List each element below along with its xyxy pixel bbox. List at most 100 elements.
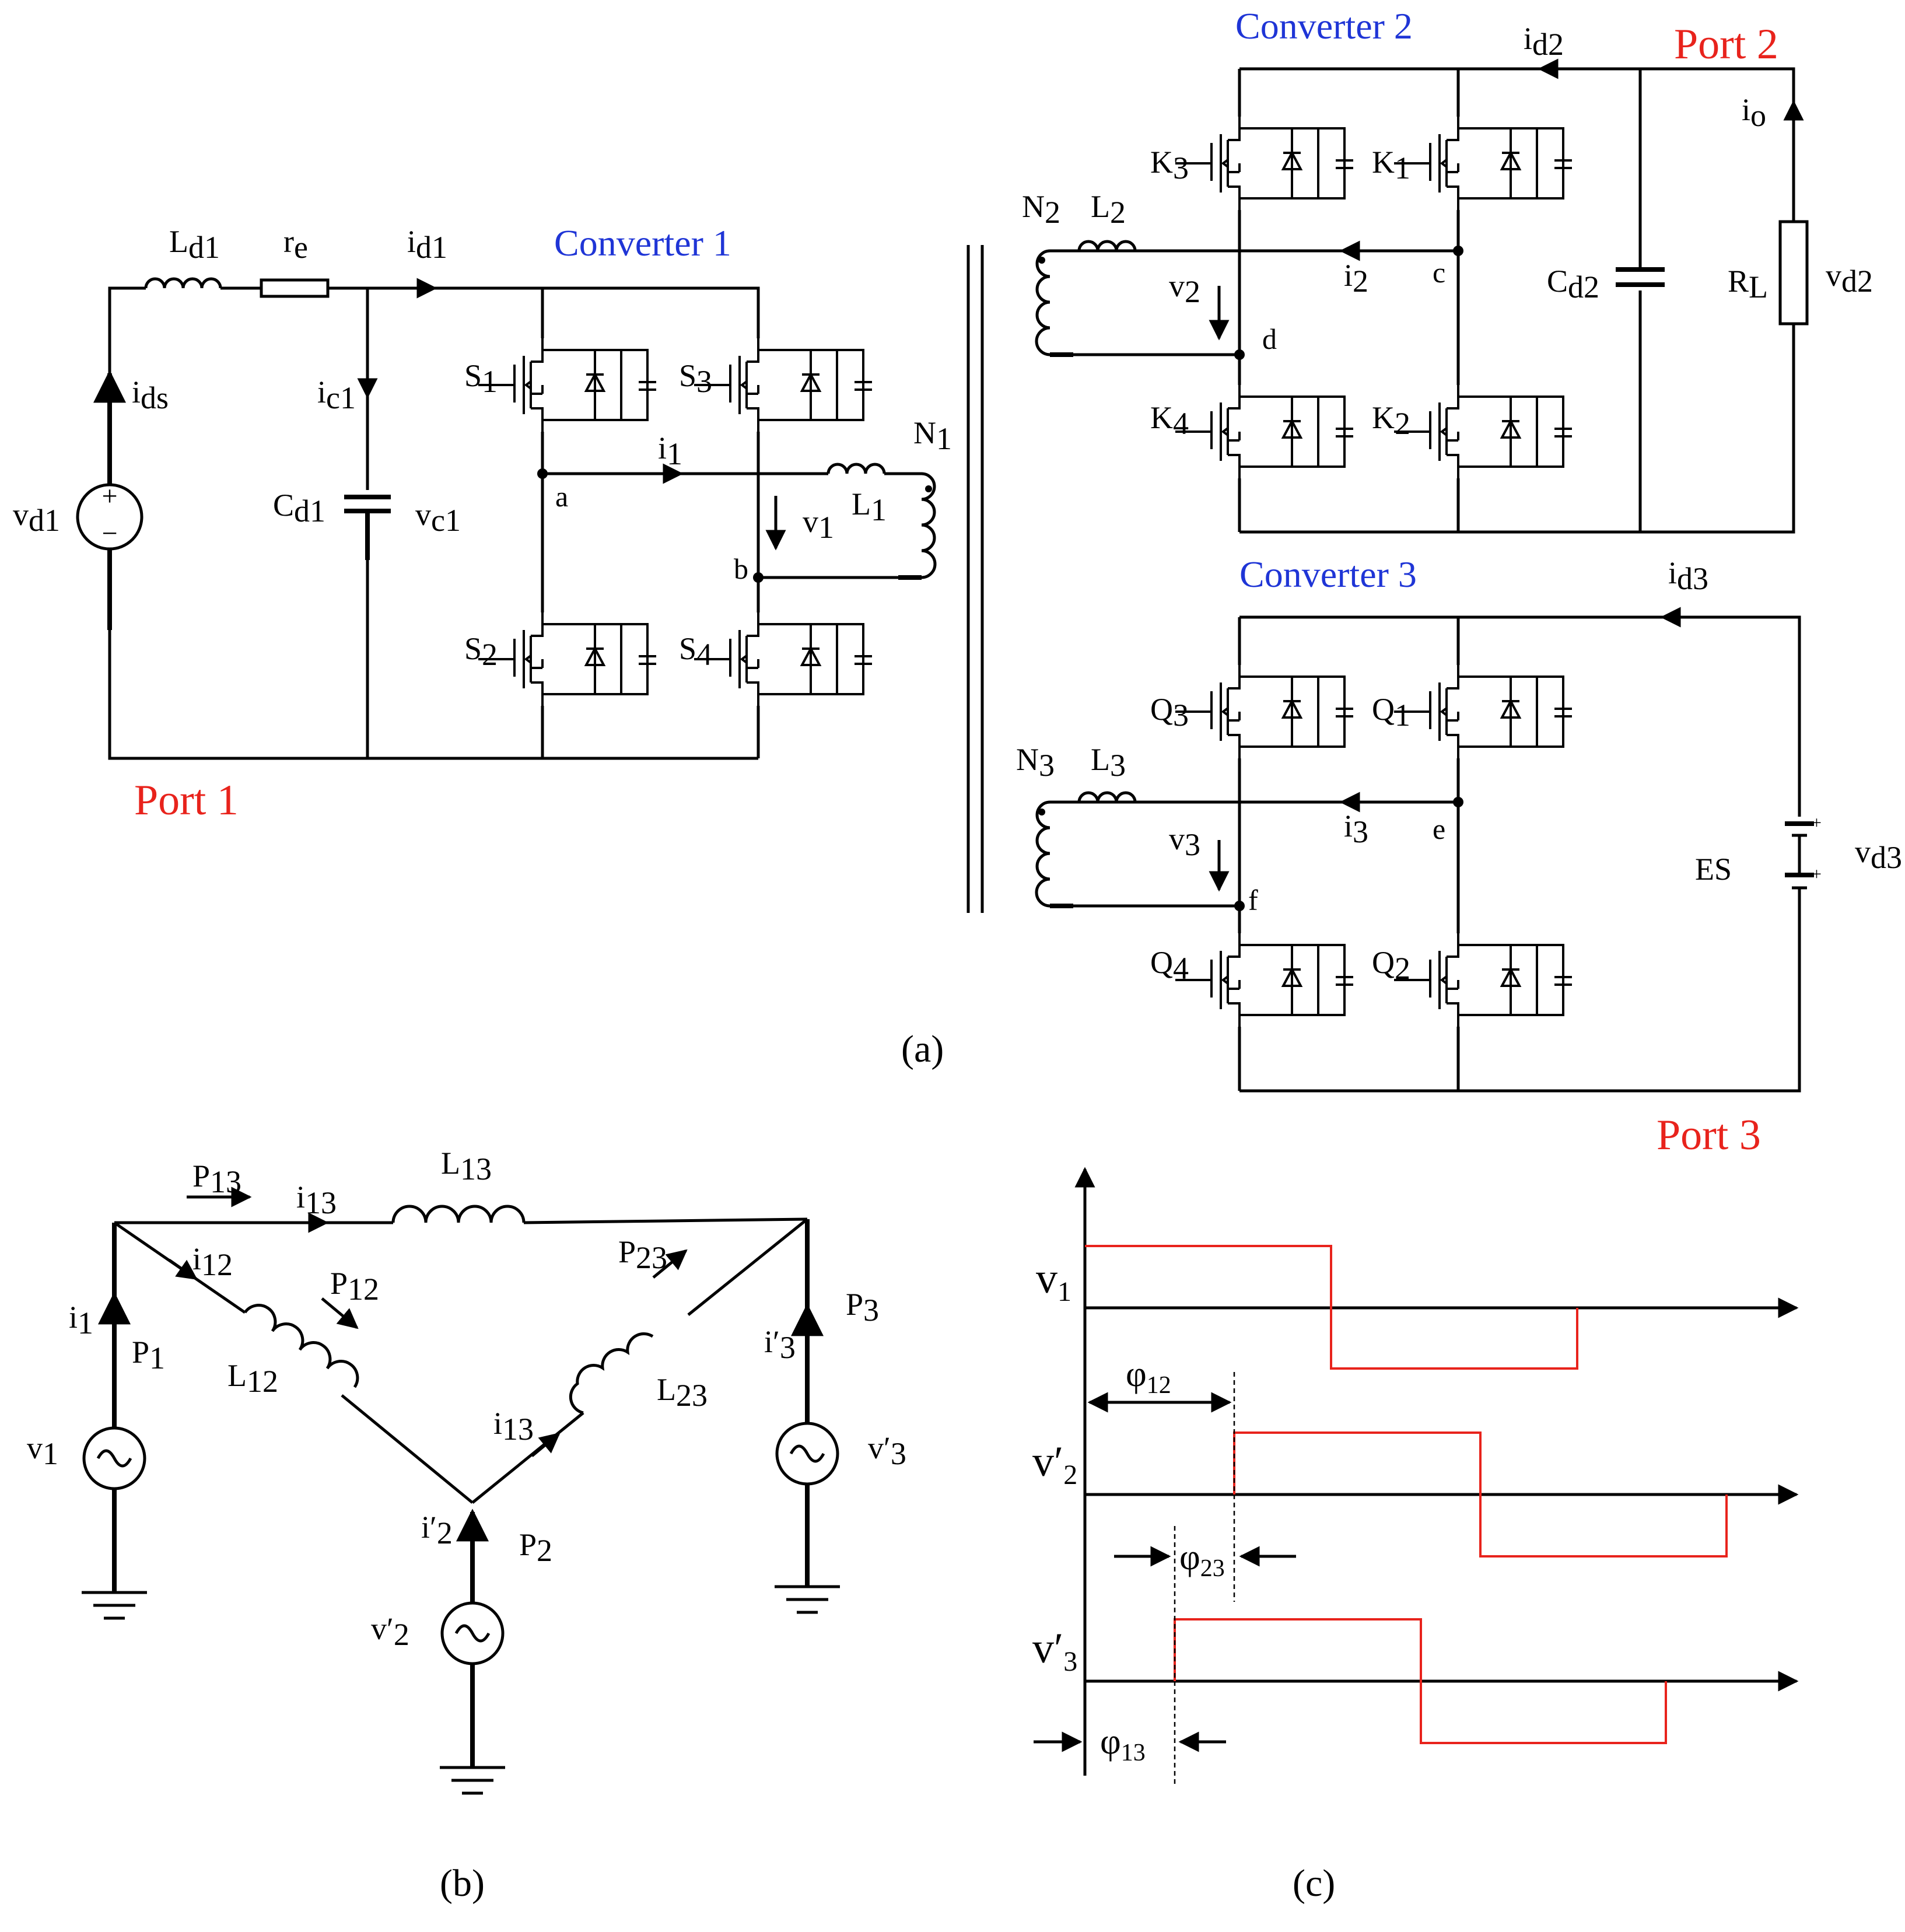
- label-q1: Q1: [1372, 692, 1410, 733]
- label-i3p: i′3: [764, 1324, 796, 1365]
- winding-n2: [1035, 249, 1050, 356]
- battery-es: + +: [1785, 813, 1822, 910]
- inductor-l13: [391, 1205, 526, 1223]
- switch-k3: [1174, 116, 1354, 211]
- label-rl: RL: [1728, 264, 1768, 304]
- label-k2: K2: [1372, 400, 1410, 441]
- label-port3: Port 3: [1657, 1111, 1761, 1159]
- label-converter1: Converter 1: [554, 222, 731, 264]
- inductor-l2: [1077, 240, 1137, 251]
- panel-b-equivalent: P13 i13 L13 i12 P12 L12 P23 L23 i13 i1 P…: [27, 1146, 906, 1905]
- label-k1: K1: [1372, 145, 1410, 186]
- switch-q3: [1174, 664, 1354, 760]
- caption-a: (a): [901, 1028, 944, 1070]
- ground-v2p: [440, 1766, 505, 1795]
- label-l1: L1: [852, 487, 887, 527]
- winding-n3: [1035, 800, 1050, 908]
- es-plus-2: +: [1812, 864, 1822, 884]
- label-k3: K3: [1150, 145, 1189, 186]
- switch-q1: [1393, 664, 1573, 760]
- i12-arrow: [168, 1258, 198, 1280]
- label-port1: Port 1: [134, 776, 239, 824]
- label-id2: id2: [1524, 21, 1564, 62]
- p23-arrow: [652, 1249, 688, 1279]
- label-s4: S4: [679, 631, 712, 672]
- label-i13-top: i13: [296, 1180, 337, 1220]
- label-s1: S1: [464, 358, 498, 399]
- label-l2: L2: [1091, 189, 1126, 230]
- waveform-v2p: [1233, 1432, 1728, 1558]
- label-p13: P13: [192, 1158, 241, 1199]
- label-i3: i3: [1344, 808, 1368, 849]
- label-phi12: φ12: [1126, 1354, 1171, 1399]
- source-minus: −: [101, 518, 117, 549]
- label-i1-b: i1: [69, 1300, 93, 1340]
- label-q2: Q2: [1372, 945, 1410, 986]
- label-i13-mid: i13: [493, 1406, 534, 1447]
- transformer-core: [966, 245, 984, 913]
- switch-q4: [1174, 932, 1354, 1028]
- label-ids: ids: [132, 374, 169, 415]
- inductor-l3: [1077, 791, 1137, 803]
- label-converter3: Converter 3: [1239, 554, 1417, 595]
- inductor-l23: [569, 1332, 654, 1415]
- es-plus-1: +: [1812, 813, 1822, 832]
- label-v2: v2: [1169, 268, 1200, 309]
- switch-s3: [693, 337, 873, 433]
- switch-q2: [1393, 932, 1573, 1028]
- waveform-v1: [1085, 1245, 1578, 1370]
- label-phi13: φ13: [1100, 1722, 1146, 1766]
- label-v1: v1: [803, 504, 834, 545]
- label-node-c: c: [1433, 256, 1445, 289]
- label-node-b: b: [734, 552, 748, 585]
- label-node-e: e: [1433, 813, 1445, 845]
- label-s3: S3: [679, 358, 712, 399]
- label-p12: P12: [330, 1266, 379, 1307]
- label-id1: id1: [407, 224, 447, 265]
- label-phi23: φ23: [1179, 1538, 1225, 1582]
- capacitor-cd2: [1616, 267, 1665, 287]
- label-node-d: d: [1262, 323, 1277, 355]
- label-q3: Q3: [1150, 692, 1189, 733]
- caption-c: (c): [1293, 1862, 1335, 1905]
- label-i2p: i′2: [421, 1510, 453, 1550]
- switch-s1: [477, 337, 657, 433]
- label-v2p: v′2: [371, 1611, 409, 1652]
- label-vd2: vd2: [1826, 258, 1873, 299]
- label-v2p-c: v′2: [1032, 1438, 1077, 1490]
- switch-k2: [1393, 384, 1573, 480]
- caption-b: (b): [440, 1862, 485, 1905]
- label-n3: N3: [1016, 742, 1055, 783]
- label-p2: P2: [519, 1527, 552, 1568]
- panel-a-port1: + −: [76, 245, 984, 913]
- label-v1-c: v1: [1036, 1255, 1071, 1307]
- label-n1: N1: [913, 415, 952, 456]
- switch-k4: [1174, 384, 1354, 480]
- label-q4: Q4: [1150, 945, 1189, 986]
- label-v3p-c: v′3: [1032, 1625, 1077, 1677]
- label-k4: K4: [1150, 400, 1189, 441]
- label-v3p: v′3: [868, 1430, 906, 1471]
- label-l23: L23: [657, 1372, 708, 1413]
- label-vc1: vc1: [415, 497, 461, 538]
- label-id3: id3: [1668, 555, 1708, 596]
- panel-c-waveforms: v1 v′2 v′3 φ12 φ23 φ13 (c): [1032, 1167, 1799, 1905]
- ground-v3p: [775, 1585, 840, 1614]
- inductor-l12: [243, 1304, 359, 1388]
- label-node-f: f: [1248, 884, 1258, 916]
- winding-n1: [921, 472, 937, 579]
- switch-s2: [477, 611, 657, 707]
- inductor-l1: [827, 463, 922, 475]
- switch-k1: [1393, 116, 1573, 211]
- label-p23: P23: [618, 1234, 667, 1275]
- ground-v1: [82, 1591, 147, 1620]
- waveform-v3p: [1174, 1618, 1667, 1744]
- i13-mid-arrow: [531, 1432, 561, 1457]
- label-ic1: ic1: [317, 374, 356, 415]
- source-plus: +: [101, 481, 117, 512]
- panel-a-converter2: [1035, 58, 1809, 534]
- label-vd1: vd1: [13, 497, 60, 538]
- label-l12: L12: [227, 1358, 278, 1399]
- capacitor-cd1: [344, 495, 391, 513]
